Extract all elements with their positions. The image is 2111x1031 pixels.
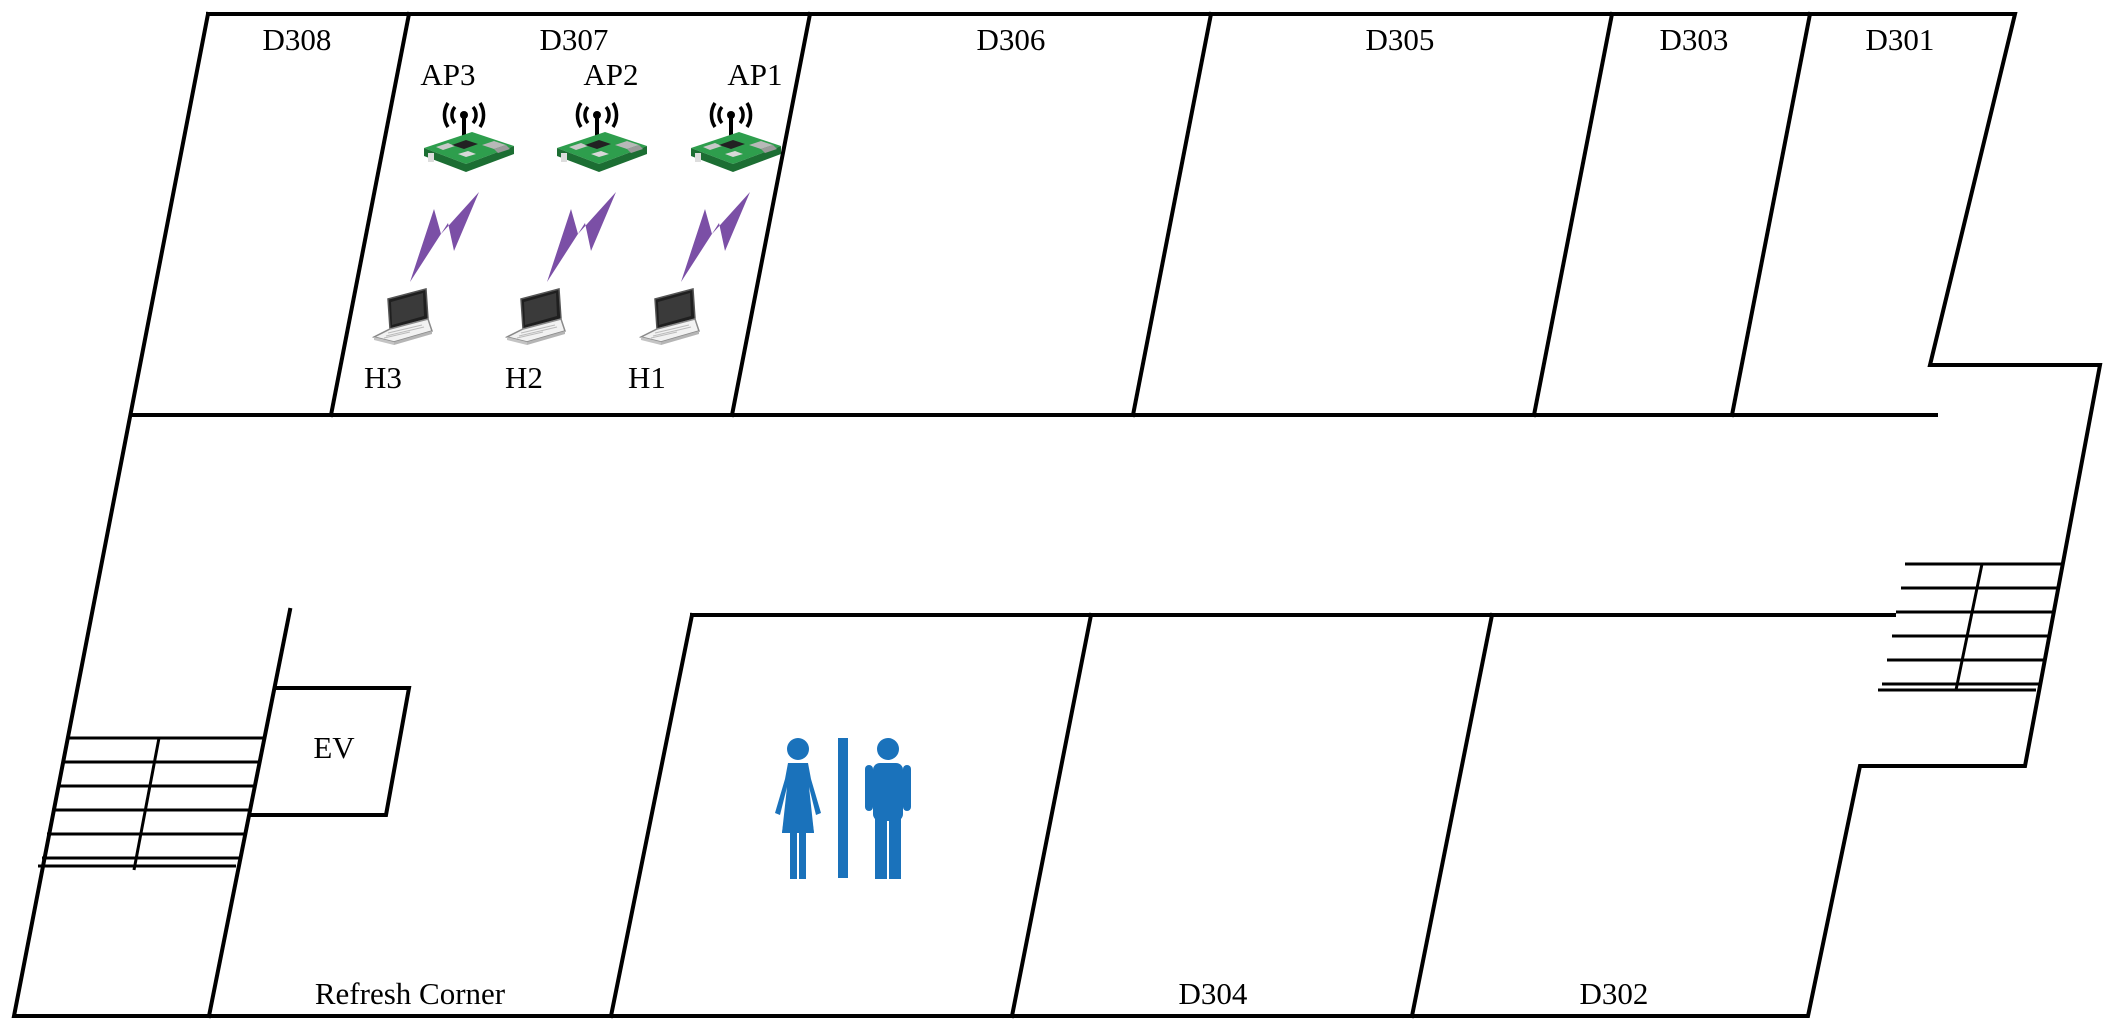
host-label: H1: [628, 360, 666, 395]
host-h2: H2: [505, 288, 566, 395]
wireless-bolt-icon: [547, 192, 616, 282]
raspberry-pi-wifi-icon: [422, 101, 516, 174]
access-point-ap1: AP1: [689, 57, 783, 174]
room-label-d304: D304: [1179, 976, 1248, 1011]
wireless-bolt-icon: [410, 192, 479, 282]
raspberry-pi-wifi-icon: [689, 101, 783, 174]
host-label: H2: [505, 360, 543, 395]
walls: [11, 11, 2103, 1019]
ap-label: AP3: [420, 57, 475, 92]
room-label-d307: D307: [540, 22, 609, 57]
room-label-d302: D302: [1580, 976, 1649, 1011]
wireless-bolt-icon: [681, 192, 750, 282]
room-label-d306: D306: [977, 22, 1046, 57]
restroom-icon: [775, 738, 911, 879]
laptop-icon: [506, 288, 566, 346]
refresh-corner-label: Refresh Corner: [315, 976, 506, 1011]
host-label: H3: [364, 360, 402, 395]
laptop-icon: [640, 288, 700, 346]
elevator-label: EV: [313, 730, 355, 765]
room-label-d305: D305: [1366, 22, 1435, 57]
access-point-ap3: AP3: [420, 57, 516, 174]
host-h1: H1: [628, 288, 700, 395]
room-label-d303: D303: [1660, 22, 1729, 57]
right-staircase: [1878, 562, 2062, 692]
access-point-ap2: AP2: [555, 57, 649, 174]
left-staircase: [38, 736, 263, 871]
host-h3: H3: [364, 288, 433, 395]
room-label-d308: D308: [263, 22, 332, 57]
ap-label: AP1: [727, 57, 782, 92]
ap-label: AP2: [583, 57, 638, 92]
room-label-d301: D301: [1866, 22, 1935, 57]
laptop-icon: [373, 288, 433, 346]
raspberry-pi-wifi-icon: [555, 101, 649, 174]
